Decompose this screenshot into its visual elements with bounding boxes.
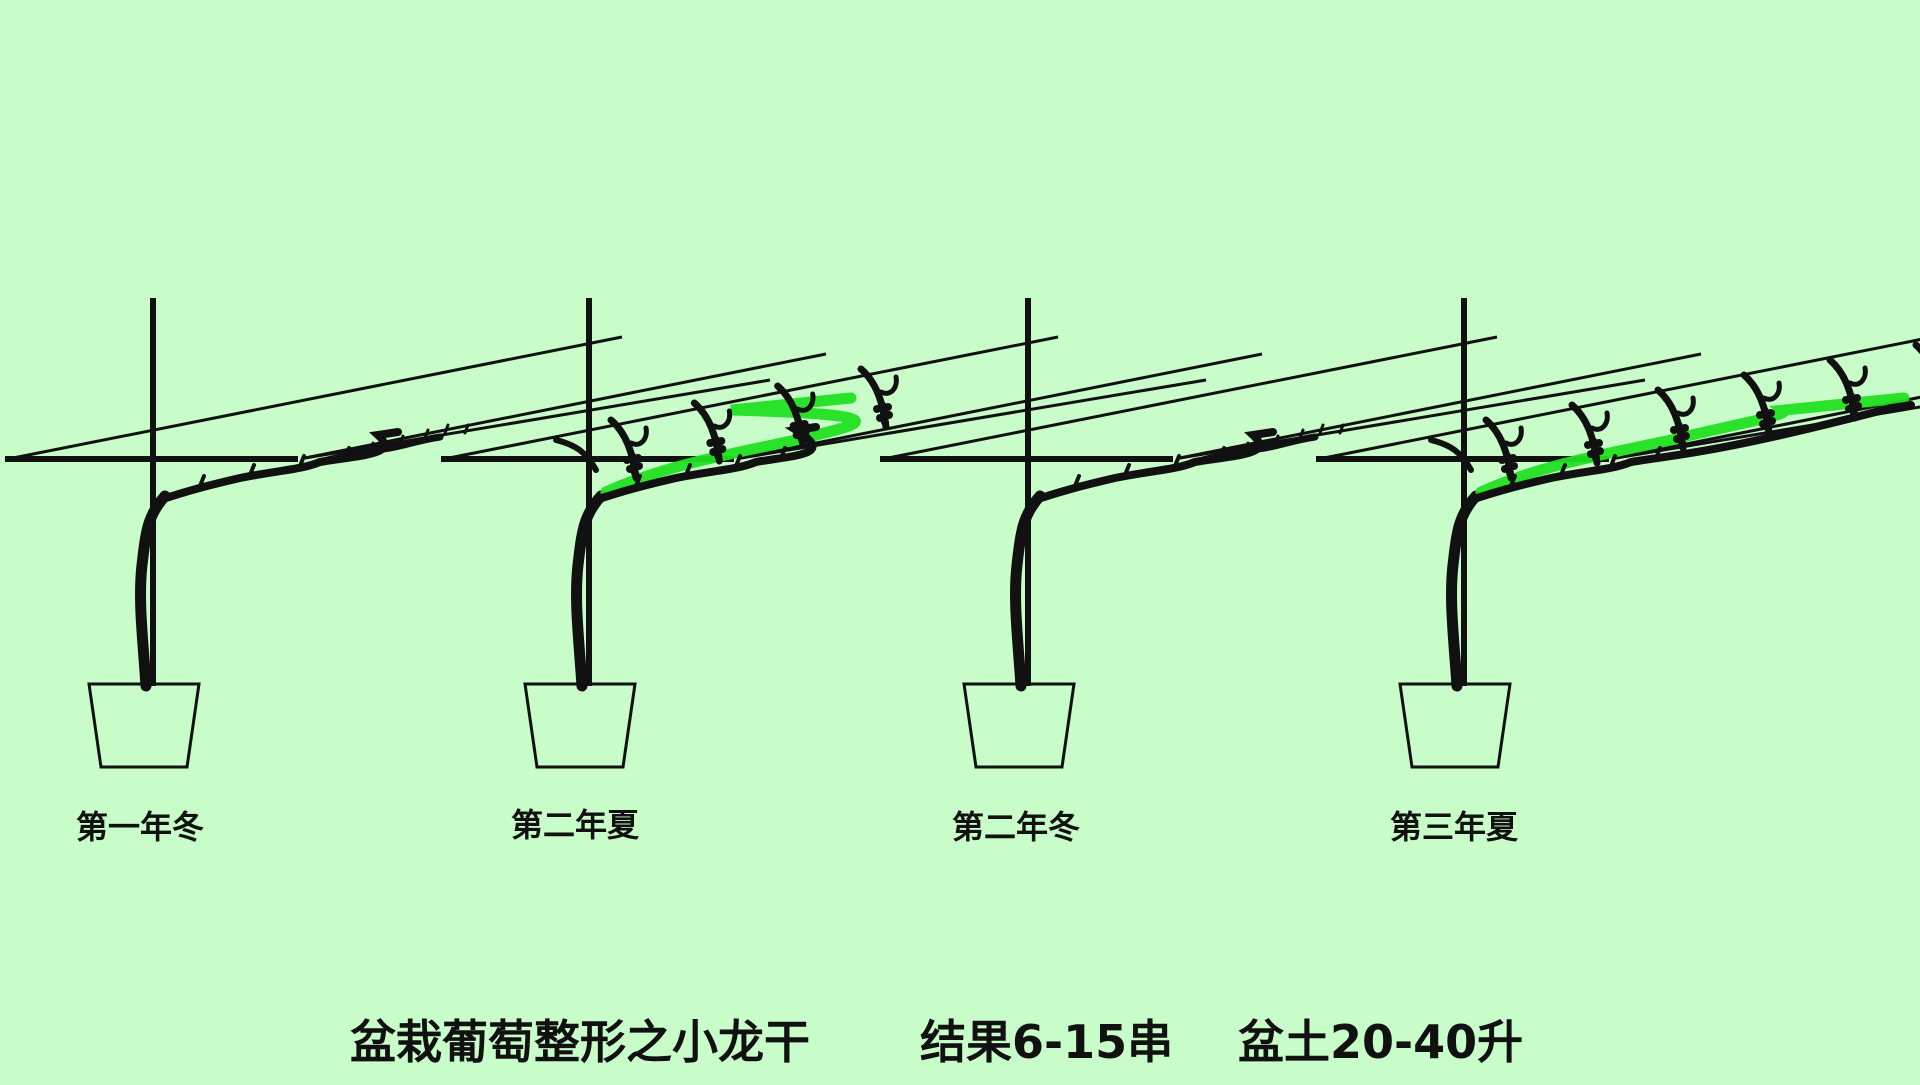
- vine-cordon-arm: [1031, 428, 1277, 504]
- vine-cordon-arm: [156, 428, 402, 504]
- fruiting-shoot: [1568, 401, 1610, 467]
- pot: [523, 682, 637, 769]
- fruiting-shoot: [774, 382, 816, 448]
- vine-cordon-arm: [592, 423, 820, 504]
- pot: [87, 682, 201, 769]
- fruiting-shoot: [1740, 371, 1782, 437]
- vine-cordon-arm: [1467, 401, 1915, 504]
- trellis-wires: [443, 335, 1263, 461]
- grape-cluster: [1584, 437, 1604, 462]
- extended-cane: [1191, 433, 1319, 466]
- cane-buds: [1243, 423, 1345, 453]
- fruiting-shoot: [1826, 356, 1868, 422]
- footer-title: 盆栽葡萄整形之小龙干: [350, 1015, 810, 1069]
- fruiting-shoot: [1912, 341, 1920, 355]
- grape-cluster: [789, 418, 810, 443]
- pot: [1398, 682, 1512, 769]
- new-shoot-growth: [1475, 392, 1910, 498]
- vine-tip: [1428, 437, 1474, 473]
- stage-label-3: 第二年冬: [952, 808, 1080, 846]
- vine-trunk: [1010, 490, 1046, 692]
- fruiting-shoot: [690, 399, 733, 465]
- grape-cluster: [1498, 452, 1518, 477]
- vine-trunk: [571, 490, 607, 692]
- grape-cluster: [1670, 422, 1690, 447]
- stage-2: [441, 298, 1263, 769]
- stage-label-4: 第三年夏: [1390, 808, 1519, 846]
- stage-1: [5, 298, 827, 769]
- fruiting-shoot: [1654, 386, 1696, 452]
- grape-cluster: [873, 401, 893, 426]
- stage-4: [1316, 298, 1920, 769]
- stage-3: [880, 298, 1702, 769]
- stage-label-2: 第二年夏: [511, 806, 640, 844]
- vine-trunk: [1446, 490, 1482, 692]
- grape-cluster: [623, 452, 643, 477]
- pot: [962, 682, 1076, 769]
- vine-tip: [553, 437, 599, 473]
- extended-cane: [316, 433, 444, 466]
- grape-cluster: [706, 435, 727, 460]
- cane-buds: [368, 423, 470, 453]
- vine-trunk: [135, 490, 171, 692]
- footer-soil: 盆土20-40升: [1238, 1015, 1523, 1069]
- fruiting-shoot: [1482, 416, 1524, 482]
- stage-label-1: 第一年冬: [76, 808, 204, 846]
- grape-cluster: [1756, 407, 1776, 432]
- footer-fruit: 结果6-15串: [920, 1015, 1173, 1069]
- fruiting-shoot: [607, 416, 649, 482]
- fruiting-shoot: [857, 365, 899, 431]
- grape-cluster: [1842, 392, 1862, 417]
